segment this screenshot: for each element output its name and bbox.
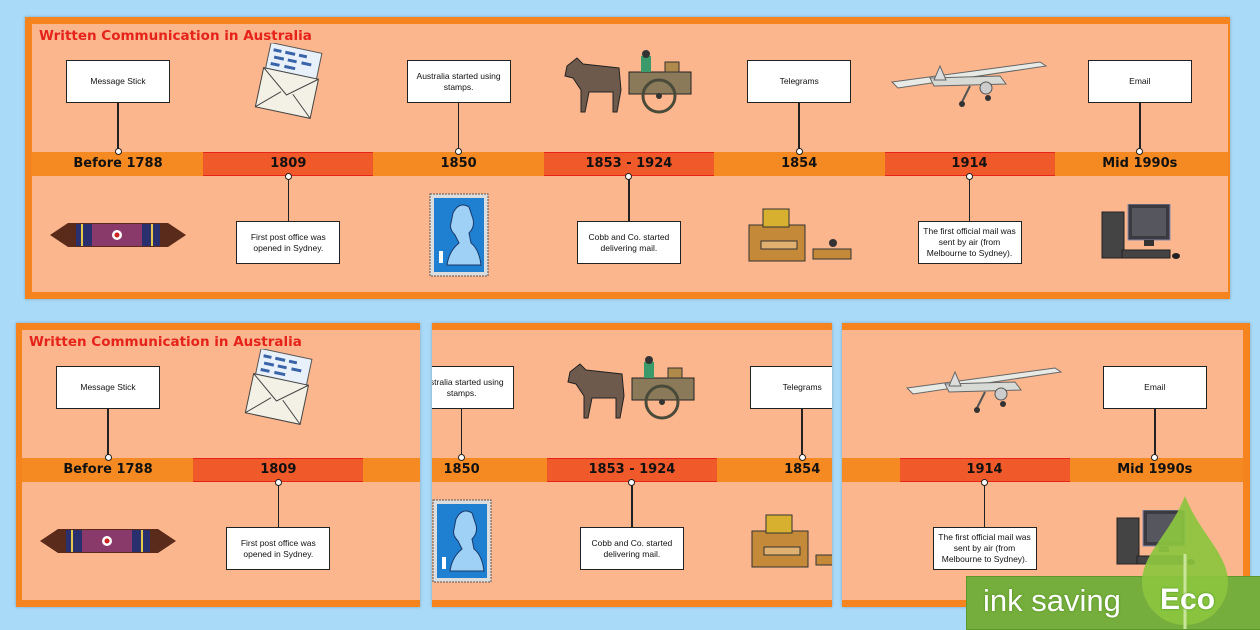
connector-dot bbox=[114, 148, 122, 155]
airplane-icon bbox=[905, 367, 1062, 413]
connector-line bbox=[801, 409, 803, 458]
timeline-band: 1914 Mid 1990s bbox=[842, 458, 1243, 482]
event-label-box: Email bbox=[1102, 366, 1207, 409]
connector-dot bbox=[458, 454, 466, 461]
timeline-year: 1809 bbox=[260, 462, 297, 477]
connector-dot bbox=[455, 148, 463, 155]
timeline-year: 1850 bbox=[443, 462, 480, 477]
connector-dot bbox=[981, 479, 988, 486]
connector-dot bbox=[284, 173, 292, 180]
connector-dot bbox=[628, 479, 636, 486]
timeline-year: 1854 bbox=[781, 156, 818, 171]
event-label-box: Australia started using stamps. bbox=[406, 60, 511, 103]
connector-dot bbox=[625, 173, 633, 180]
message-stick-icon bbox=[40, 529, 176, 553]
connector-dot bbox=[274, 479, 282, 486]
timeline-segment: Mid 1990s bbox=[1054, 152, 1225, 176]
timeline-segment: 1854 bbox=[717, 458, 832, 482]
timeline-segment: 1853 - 1924 bbox=[546, 458, 717, 482]
connector-line bbox=[117, 103, 119, 152]
connector-dot bbox=[798, 454, 806, 461]
timeline-segment: Before 1788 bbox=[23, 458, 193, 482]
connector-dot bbox=[1151, 454, 1159, 461]
timeline-year: 1853 - 1924 bbox=[585, 156, 673, 171]
timeline-segment: 1914 bbox=[884, 152, 1055, 176]
timeline-year: 1850 bbox=[440, 156, 477, 171]
connector-dot bbox=[104, 454, 112, 461]
timeline-segment: 1809 bbox=[193, 458, 364, 482]
connector-line bbox=[277, 482, 280, 527]
horse-cart-icon bbox=[567, 356, 695, 420]
eco-badge-text: ink saving bbox=[983, 583, 1121, 618]
event-label-box: The first official mail was sent by air … bbox=[917, 221, 1022, 264]
eco-badge-label: Eco bbox=[1160, 583, 1216, 616]
event-label-box: First post office was opened in Sydney. bbox=[236, 221, 341, 264]
timeline-segment: 1854 bbox=[714, 152, 885, 176]
timeline-segment: 1809 bbox=[203, 152, 374, 176]
airplane-icon bbox=[890, 61, 1047, 107]
event-label-box: Australia started using stamps. bbox=[432, 366, 514, 409]
timeline-page-2: 1850 1853 - 1924 1854 Australia started usi… bbox=[432, 323, 832, 607]
connector-line bbox=[287, 176, 290, 221]
connector-line bbox=[1154, 409, 1156, 458]
event-label-box: Message Stick bbox=[66, 60, 170, 103]
timeline-band: Before 1788 1809 1850 1853 - 1924 1854 1914 Mi… bbox=[32, 152, 1228, 176]
timeline-year: Before 1788 bbox=[73, 156, 163, 171]
leaf-drop-icon bbox=[1142, 496, 1228, 629]
event-label-box: Message Stick bbox=[56, 366, 160, 409]
event-label-box: Telegrams bbox=[747, 60, 852, 103]
connector-line bbox=[631, 482, 633, 527]
event-label-box: Cobb and Co. started delivering mail. bbox=[576, 221, 681, 264]
telegraph-icon bbox=[748, 208, 852, 262]
message-stick-icon bbox=[50, 223, 186, 247]
envelope-icon bbox=[245, 349, 313, 425]
timeline-segment: 1850 bbox=[432, 458, 547, 482]
timeline-segment: 1853 - 1924 bbox=[543, 152, 714, 176]
timeline-year: Mid 1990s bbox=[1117, 462, 1193, 477]
connector-line bbox=[457, 103, 460, 152]
stamp-icon bbox=[429, 193, 489, 277]
connector-line bbox=[460, 409, 463, 458]
connector-line bbox=[968, 176, 971, 221]
connector-line bbox=[107, 409, 109, 458]
envelope-icon bbox=[255, 43, 323, 119]
connector-line bbox=[628, 176, 630, 221]
event-label-box: Cobb and Co. started delivering mail. bbox=[579, 527, 684, 570]
horse-cart-icon bbox=[564, 50, 692, 114]
connector-line bbox=[1139, 103, 1141, 152]
page-title: Written Communication in Australia bbox=[39, 28, 312, 44]
connector-dot bbox=[966, 173, 973, 180]
timeline-band: Before 1788 1809 bbox=[22, 458, 420, 482]
computer-icon bbox=[1101, 204, 1180, 259]
timeline-track: 1850 1853 - 1924 1854 Australia started usi… bbox=[432, 323, 832, 607]
event-label-box: The first official mail was sent by air … bbox=[932, 527, 1037, 570]
timeline-segment: 1850 bbox=[373, 152, 544, 176]
connector-dot bbox=[795, 148, 803, 155]
event-label-box: Telegrams bbox=[750, 366, 832, 409]
connector-dot bbox=[1136, 148, 1144, 155]
telegraph-icon bbox=[751, 514, 832, 568]
timeline-year: 1854 bbox=[784, 462, 821, 477]
timeline-band: 1850 1853 - 1924 1854 bbox=[432, 458, 832, 482]
timeline-segment: 1914 bbox=[899, 458, 1070, 482]
timeline-segment: Before 1788 bbox=[33, 152, 203, 176]
timeline-year: Before 1788 bbox=[63, 462, 153, 477]
timeline-year: 1853 - 1924 bbox=[588, 462, 676, 477]
timeline-year: 1809 bbox=[270, 156, 307, 171]
connector-line bbox=[983, 482, 986, 527]
page-title: Written Communication in Australia bbox=[29, 334, 302, 350]
stamp-icon bbox=[432, 499, 492, 583]
event-label-box: Email bbox=[1087, 60, 1192, 103]
timeline-segment: Mid 1990s bbox=[1069, 458, 1240, 482]
event-label-box: First post office was opened in Sydney. bbox=[226, 527, 331, 570]
timeline-year: 1914 bbox=[951, 156, 988, 171]
connector-line bbox=[798, 103, 800, 152]
timeline-year: Mid 1990s bbox=[1102, 156, 1178, 171]
timeline-year: 1914 bbox=[966, 462, 1003, 477]
